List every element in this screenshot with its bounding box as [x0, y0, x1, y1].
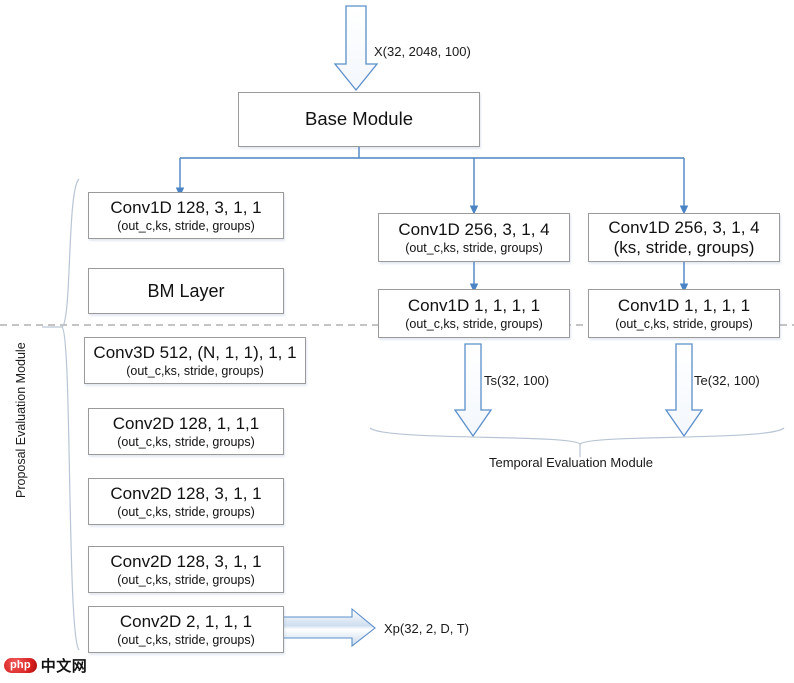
node-conv1d-128-title: Conv1D 128, 3, 1, 1	[110, 197, 262, 217]
node-conv1d-128-params: (out_c,ks, stride, groups)	[117, 219, 255, 234]
node-conv2d-128-b[interactable]: Conv2D 128, 3, 1, 1 (out_c,ks, stride, g…	[88, 478, 284, 525]
node-conv3d-512-title: Conv3D 512, (N, 1, 1), 1, 1	[93, 342, 297, 362]
label-proposal-evaluation-module: Proposal Evaluation Module	[14, 342, 28, 498]
node-conv1d-256-end-title: Conv1D 256, 3, 1, 4	[608, 218, 760, 238]
node-conv2d-128-a-title: Conv2D 128, 1, 1,1	[112, 413, 260, 433]
caption-input-x: X(32, 2048, 100)	[374, 44, 471, 59]
node-conv3d-512-params: (out_c,ks, stride, groups)	[126, 364, 264, 379]
node-base-module[interactable]: Base Module	[238, 92, 480, 147]
node-conv2d-2-title: Conv2D 2, 1, 1, 1	[119, 611, 253, 631]
watermark-php-badge: php	[4, 657, 37, 674]
te-block-arrow	[664, 343, 704, 438]
node-conv1d-256-end[interactable]: Conv1D 256, 3, 1, 4 (ks, stride, groups)	[588, 213, 780, 262]
xp-block-arrow	[277, 607, 376, 648]
node-conv1d-1-end[interactable]: Conv1D 1, 1, 1, 1 (out_c,ks, stride, gro…	[588, 289, 780, 338]
node-conv2d-128-c-params: (out_c,ks, stride, groups)	[117, 573, 255, 588]
node-conv1d-128[interactable]: Conv1D 128, 3, 1, 1 (out_c,ks, stride, g…	[88, 192, 284, 239]
node-conv1d-1-start-params: (out_c,ks, stride, groups)	[405, 317, 543, 332]
node-conv1d-256-start[interactable]: Conv1D 256, 3, 1, 4 (out_c,ks, stride, g…	[378, 213, 570, 262]
input-block-arrow	[333, 5, 379, 92]
caption-xp: Xp(32, 2, D, T)	[384, 621, 470, 636]
node-conv2d-128-a-params: (out_c,ks, stride, groups)	[117, 435, 255, 450]
node-conv1d-1-start[interactable]: Conv1D 1, 1, 1, 1 (out_c,ks, stride, gro…	[378, 289, 570, 338]
node-conv2d-128-c-title: Conv2D 128, 3, 1, 1	[110, 551, 262, 571]
label-temporal-evaluation-module: Temporal Evaluation Module	[489, 455, 654, 470]
ts-block-arrow	[453, 343, 493, 438]
node-conv2d-128-b-params: (out_c,ks, stride, groups)	[117, 505, 255, 520]
node-conv3d-512[interactable]: Conv3D 512, (N, 1, 1), 1, 1 (out_c,ks, s…	[84, 337, 306, 384]
caption-te: Te(32, 100)	[694, 373, 760, 388]
node-bm-layer[interactable]: BM Layer	[88, 268, 284, 314]
watermark: php 中文网	[4, 655, 87, 676]
temporal-bracket	[369, 427, 785, 457]
node-conv1d-1-start-title: Conv1D 1, 1, 1, 1	[407, 295, 541, 315]
node-conv1d-1-end-params: (out_c,ks, stride, groups)	[615, 317, 753, 332]
proposal-bracket	[42, 178, 80, 651]
node-conv2d-128-a[interactable]: Conv2D 128, 1, 1,1 (out_c,ks, stride, gr…	[88, 408, 284, 455]
node-conv1d-256-start-params: (out_c,ks, stride, groups)	[405, 241, 543, 256]
node-conv2d-2-params: (out_c,ks, stride, groups)	[117, 633, 255, 648]
watermark-text: 中文网	[40, 658, 88, 675]
node-conv2d-128-b-title: Conv2D 128, 3, 1, 1	[110, 483, 262, 503]
node-base-module-label: Base Module	[305, 108, 413, 130]
node-conv1d-256-end-params: (ks, stride, groups)	[613, 237, 755, 257]
temporal-inner-connectors	[469, 262, 689, 293]
node-conv2d-2[interactable]: Conv2D 2, 1, 1, 1 (out_c,ks, stride, gro…	[88, 606, 284, 653]
node-conv1d-1-end-title: Conv1D 1, 1, 1, 1	[617, 295, 751, 315]
node-bm-layer-title: BM Layer	[147, 280, 225, 301]
node-conv2d-128-c[interactable]: Conv2D 128, 3, 1, 1 (out_c,ks, stride, g…	[88, 546, 284, 593]
caption-ts: Ts(32, 100)	[484, 373, 550, 388]
node-conv1d-256-start-title: Conv1D 256, 3, 1, 4	[398, 219, 550, 239]
